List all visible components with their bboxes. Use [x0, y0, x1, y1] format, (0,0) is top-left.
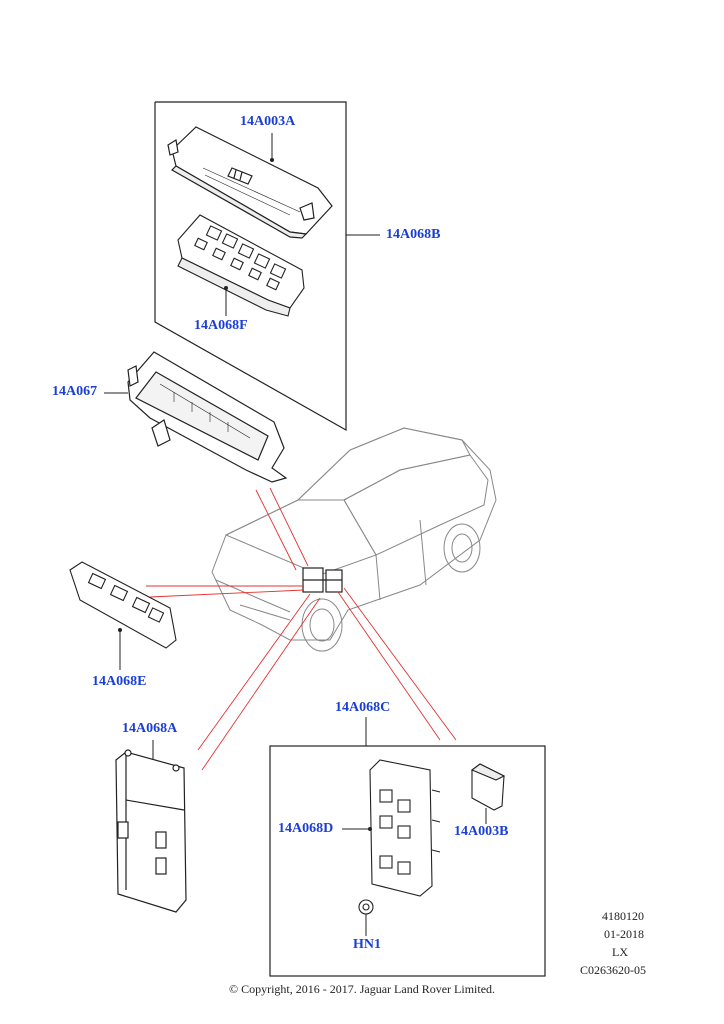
module-14A068E-drawing	[69, 561, 177, 649]
reference-line-3: LX	[612, 945, 628, 959]
leader-dot-14A003A	[270, 158, 274, 162]
vehicle-location-marker	[302, 567, 343, 593]
relay-14A003B-drawing	[470, 763, 506, 811]
callout-14A068E: 14A068E	[92, 674, 147, 689]
fuse-box-cover-drawing	[167, 126, 333, 239]
location-link-lines	[146, 487, 457, 771]
callout-14A068A: 14A068A	[122, 721, 178, 736]
callout-14A068B: 14A068B	[386, 227, 441, 242]
fuse-box-housing-drawing	[127, 351, 288, 483]
assembly-frame-lower	[269, 745, 546, 977]
callout-14A003A: 14A003A	[240, 114, 296, 129]
nut-HN1-drawing	[358, 899, 374, 915]
vehicle-drawing	[211, 427, 497, 652]
module-14A068D-drawing	[369, 759, 441, 897]
callout-14A068D: 14A068D	[278, 821, 334, 836]
callout-14A068F: 14A068F	[194, 318, 248, 333]
copyright-notice: © Copyright, 2016 - 2017. Jaguar Land Ro…	[228, 982, 496, 996]
leader-dot-14A068E	[118, 628, 122, 632]
leader-dot-14A068F	[224, 286, 228, 290]
callout-14A068C: 14A068C	[335, 700, 391, 715]
reference-line-1: 4180120	[602, 909, 644, 923]
reference-line-2: 01-2018	[604, 927, 644, 941]
assembly-frame-upper	[154, 101, 347, 432]
callout-14A067: 14A067	[52, 384, 98, 399]
fuse-box-drawing	[177, 214, 305, 317]
callout-HN1: HN1	[353, 937, 381, 952]
leader-dot-14A068D	[368, 827, 372, 831]
reference-line-4: C0263620-05	[580, 963, 646, 977]
module-14A068A-drawing	[115, 749, 187, 913]
callout-14A003B: 14A003B	[454, 824, 509, 839]
